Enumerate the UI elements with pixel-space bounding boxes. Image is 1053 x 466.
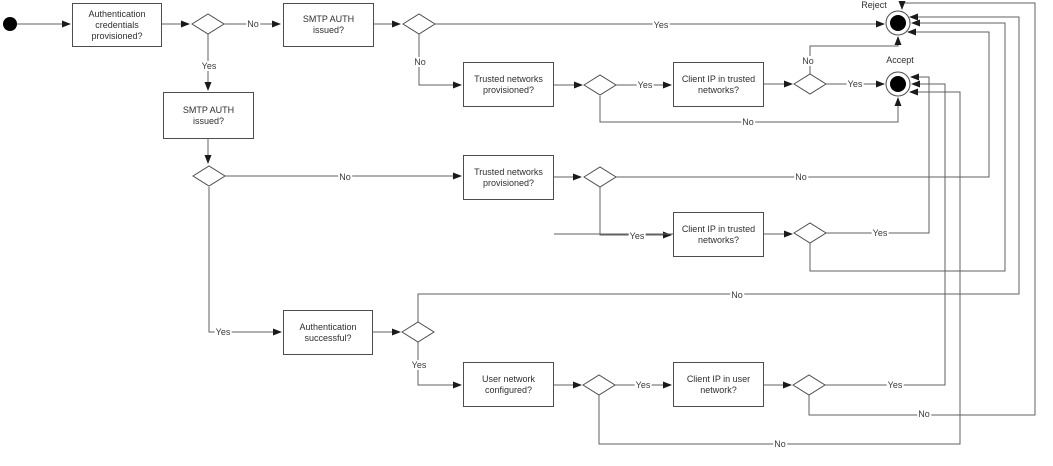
edge-label-smtp-left-yes: Yes: [214, 327, 232, 337]
box-trusted-networks-1: Trusted networks provisioned?: [463, 62, 554, 107]
decision-user-network: [582, 374, 616, 396]
box-client-ip-user: Client IP in user network?: [673, 362, 764, 407]
accept-node: [885, 71, 911, 97]
box-client-ip-trusted-1: Client IP in trusted networks?: [673, 62, 764, 107]
accept-node-core: [890, 76, 906, 92]
edge-label-usernet-yes: Yes: [634, 380, 652, 390]
edge-auth-yes-to-usernet: [417, 342, 462, 389]
reject-node: [885, 10, 911, 36]
decision-auth-successful: [401, 321, 435, 343]
edge-smtp-left-yes-to-auth: [208, 187, 282, 336]
edge-label-smtp-top-no: No: [413, 57, 427, 67]
decision-smtp-auth-left: [192, 165, 226, 187]
edge-label-cred-yes: Yes: [200, 61, 218, 71]
decision-trusted-networks-1: [583, 74, 617, 96]
box-client-ip-trusted-2: Client IP in trusted networks?: [673, 212, 764, 257]
edge-label-trusted2-yes: Yes: [628, 231, 646, 241]
box-user-network: User network configured?: [463, 362, 554, 407]
edge-label-trusted2-no: No: [794, 172, 808, 182]
edge-clientip1-no-to-reject: [809, 36, 902, 74]
edge-clientip2-no-to-reject: [809, 19, 1006, 272]
edge-label-clientip1-no: No: [801, 56, 815, 66]
edge-label-auth-no: No: [730, 290, 744, 300]
box-smtp-auth-top: SMTP AUTH issued?: [283, 3, 374, 47]
start-node: [3, 17, 17, 31]
edge-label-trusted1-yes: Yes: [636, 80, 654, 90]
edge-label-auth-yes: Yes: [410, 360, 428, 370]
box-auth-credentials: Authentication credentials provisioned?: [72, 3, 162, 47]
edge-label-clientuser-no: No: [917, 409, 931, 419]
edge-trusted2-no-to-reject: [616, 28, 990, 178]
decision-client-ip-user: [792, 374, 826, 396]
edge-label-usernet-no: No: [773, 439, 787, 449]
edge-clientuser-yes-to-accept: [825, 80, 946, 386]
edge-label-clientip1-yes: Yes: [846, 79, 864, 89]
edge-usernet-no-to-accept: [598, 88, 961, 445]
edge-clientip2-yes-to-accept: [826, 73, 930, 234]
edge-smtp-top-no-to-trusted1: [418, 34, 462, 89]
edge-label-trusted1-no: No: [741, 117, 755, 127]
decision-smtp-auth-top: [402, 13, 436, 35]
edge-trusted2-yes-to-clientip2: [599, 187, 672, 239]
accept-label: Accept: [886, 55, 914, 65]
reject-label: Reject: [861, 0, 887, 10]
edge-label-smtp-top-yes: Yes: [652, 20, 670, 30]
edge-label-cred-no: No: [246, 19, 260, 29]
edge-clientuser-no-to-reject: [808, 1, 1036, 416]
decision-client-ip-trusted-2: [793, 222, 827, 244]
box-trusted-networks-2: Trusted networks provisioned?: [463, 155, 554, 200]
box-smtp-auth-left: SMTP AUTH issued?: [163, 92, 254, 139]
decision-trusted-networks-2: [583, 166, 617, 188]
decision-credentials-provisioned: [191, 13, 225, 35]
edge-auth-no-to-reject: [417, 13, 1020, 322]
edge-label-clientuser-yes: Yes: [886, 380, 904, 390]
reject-node-core: [890, 15, 906, 31]
decision-client-ip-trusted-1: [793, 73, 827, 95]
box-auth-successful: Authentication successful?: [283, 310, 373, 355]
edge-label-clientip2-yes: Yes: [871, 228, 889, 238]
edge-label-smtp-left-no: No: [338, 172, 352, 182]
